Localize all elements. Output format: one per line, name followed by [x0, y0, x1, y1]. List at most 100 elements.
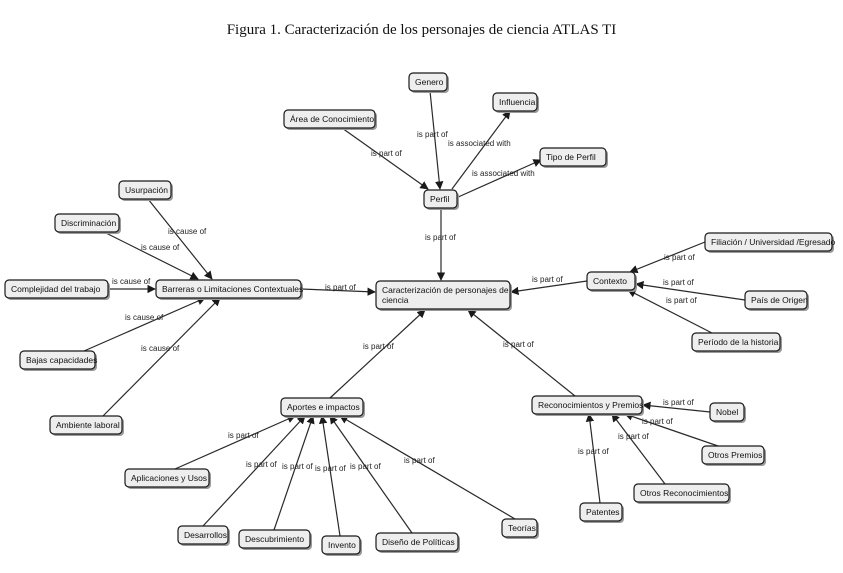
node-desarrollos[interactable]: Desarrollos — [177, 525, 230, 546]
node-label-perfil: Perfil — [430, 194, 449, 204]
edge-label-nobel-to-reconocimientos: is part of — [663, 398, 694, 407]
node-label-patentes: Patentes — [586, 507, 620, 517]
node-label-barreras: Barreras o Limitaciones Contextuales — [162, 284, 303, 294]
node-teorias[interactable]: Teorías — [501, 518, 539, 539]
node-contexto[interactable]: Contexto — [586, 271, 637, 292]
edge-label-filiacion-to-contexto: is part of — [664, 253, 695, 262]
edge-label-teorias-to-aportes: is part of — [404, 456, 435, 465]
edge-perfil-to-influencia — [451, 110, 511, 190]
node-label-complejidad: Complejidad del trabajo — [11, 284, 101, 294]
edge-desarrollos-to-aportes — [202, 415, 306, 527]
node-invento[interactable]: Invento — [321, 535, 362, 556]
node-influencia[interactable]: Influencia — [492, 92, 539, 113]
node-box — [586, 271, 636, 291]
edge-periodo-to-contexto — [627, 289, 713, 334]
edge-bajas-to-barreras — [83, 297, 206, 352]
node-box — [531, 395, 643, 415]
edge-label-periodo-to-contexto: is part of — [666, 296, 697, 305]
node-label-filiacion: Filiación / Universidad /Egresado — [711, 237, 836, 247]
node-diseno[interactable]: Diseño de Políticas — [375, 532, 460, 553]
node-descubrimiento[interactable]: Descubrimiento — [238, 529, 312, 550]
node-aplicaciones[interactable]: Aplicaciones y Usos — [124, 468, 211, 489]
node-label-influencia: Influencia — [499, 97, 536, 107]
node-label-invento: Invento — [328, 540, 356, 550]
node-box — [539, 147, 607, 167]
edge-label-reconocimientos-to-caracterizacion: is part of — [503, 340, 534, 349]
node-label-area: Área de Conocimiento — [290, 114, 374, 124]
node-box — [283, 109, 376, 129]
edge-barreras-to-caracterizacion — [300, 287, 376, 296]
node-label-tipo: Tipo de Perfil — [546, 152, 596, 162]
node-bajas[interactable]: Bajas capacidades — [19, 350, 97, 371]
node-genero[interactable]: Genero — [408, 72, 449, 93]
edge-label-otrosrec-to-reconocimientos: is part of — [618, 432, 649, 441]
edge-diseno-to-aportes — [329, 415, 413, 534]
edge-label-complejidad-to-barreras: is cause of — [112, 277, 151, 286]
edge-label-perfil-to-influencia: is associated with — [448, 139, 511, 148]
node-box — [177, 525, 229, 545]
node-box — [633, 483, 730, 503]
edge-patentes-to-reconocimientos — [585, 413, 601, 504]
edge-genero-to-perfil — [429, 90, 444, 190]
node-label-otrospremios: Otros Premios — [708, 450, 762, 460]
node-box — [280, 397, 364, 417]
node-reconocimientos[interactable]: Reconocimientos y Premios — [531, 395, 644, 416]
edge-label-bajas-to-barreras: is cause of — [125, 313, 164, 322]
edge-label-contexto-to-caracterizacion: is part of — [532, 275, 563, 284]
node-barreras[interactable]: Barreras o Limitaciones Contextuales — [155, 279, 303, 300]
node-box — [321, 535, 361, 555]
node-box — [701, 445, 765, 465]
node-tipo[interactable]: Tipo de Perfil — [539, 147, 608, 168]
node-complejidad[interactable]: Complejidad del trabajo — [4, 279, 110, 300]
node-label-contexto: Contexto — [593, 276, 627, 286]
node-pais[interactable]: País de Origen — [744, 290, 809, 311]
edge-label-invento-to-aportes: is part of — [315, 464, 346, 473]
edge-label-aportes-to-caracterizacion: is part of — [363, 342, 394, 351]
node-box — [54, 213, 120, 233]
node-label-bajas: Bajas capacidades — [26, 355, 97, 365]
edge-label-desarrollos-to-aportes: is part of — [246, 460, 277, 469]
node-label-teorias: Teorías — [508, 523, 536, 533]
node-ambiente[interactable]: Ambiente laboral — [49, 415, 124, 436]
node-box — [118, 180, 172, 200]
node-box — [19, 350, 96, 370]
node-box — [49, 415, 123, 435]
node-label-reconocimientos: Reconocimientos y Premios — [538, 400, 643, 410]
node-area[interactable]: Área de Conocimiento — [283, 109, 377, 130]
edge-area-to-perfil — [341, 127, 429, 190]
node-nobel[interactable]: Nobel — [709, 402, 746, 423]
node-box — [155, 279, 302, 299]
node-label-caracterizacion: ciencia — [382, 295, 409, 305]
node-patentes[interactable]: Patentes — [579, 502, 624, 523]
edge-label-genero-to-perfil: is part of — [417, 130, 448, 139]
node-label-pais: País de Origen — [751, 295, 808, 305]
node-aportes[interactable]: Aportes e impactos — [280, 397, 365, 418]
node-otrospremios[interactable]: Otros Premios — [701, 445, 766, 466]
node-label-usurpacion: Usurpación — [125, 185, 168, 195]
edge-label-pais-to-contexto: is part of — [663, 278, 694, 287]
node-usurpacion[interactable]: Usurpación — [118, 180, 173, 201]
node-label-discriminacion: Discriminación — [61, 218, 117, 228]
node-otrosrec[interactable]: Otros Reconocimientos — [633, 483, 731, 504]
edge-label-perfil-to-tipo: is associated with — [472, 169, 535, 178]
edge-label-aplicaciones-to-aportes: is part of — [228, 431, 259, 440]
node-label-periodo: Período de la historia — [698, 337, 779, 347]
edge-label-ambiente-to-barreras: is cause of — [141, 344, 180, 353]
edge-reconocimientos-to-caracterizacion — [467, 309, 576, 397]
edge-aportes-to-caracterizacion — [329, 309, 426, 399]
edge-invento-to-aportes — [318, 415, 341, 537]
edge-label-diseno-to-aportes: is part of — [350, 462, 381, 471]
node-filiacion[interactable]: Filiación / Universidad /Egresado — [704, 232, 836, 253]
node-label-nobel: Nobel — [716, 407, 738, 417]
node-perfil[interactable]: Perfil — [423, 189, 459, 210]
node-box — [375, 532, 459, 552]
edge-label-perfil-to-caracterizacion: is part of — [425, 233, 456, 242]
node-label-otrosrec: Otros Reconocimientos — [640, 488, 728, 498]
node-periodo[interactable]: Período de la historia — [691, 332, 782, 353]
node-box — [492, 92, 538, 112]
node-discriminacion[interactable]: Discriminación — [54, 213, 121, 234]
edge-descubrimiento-to-aportes — [273, 415, 315, 531]
edge-teorias-to-aportes — [339, 415, 516, 520]
